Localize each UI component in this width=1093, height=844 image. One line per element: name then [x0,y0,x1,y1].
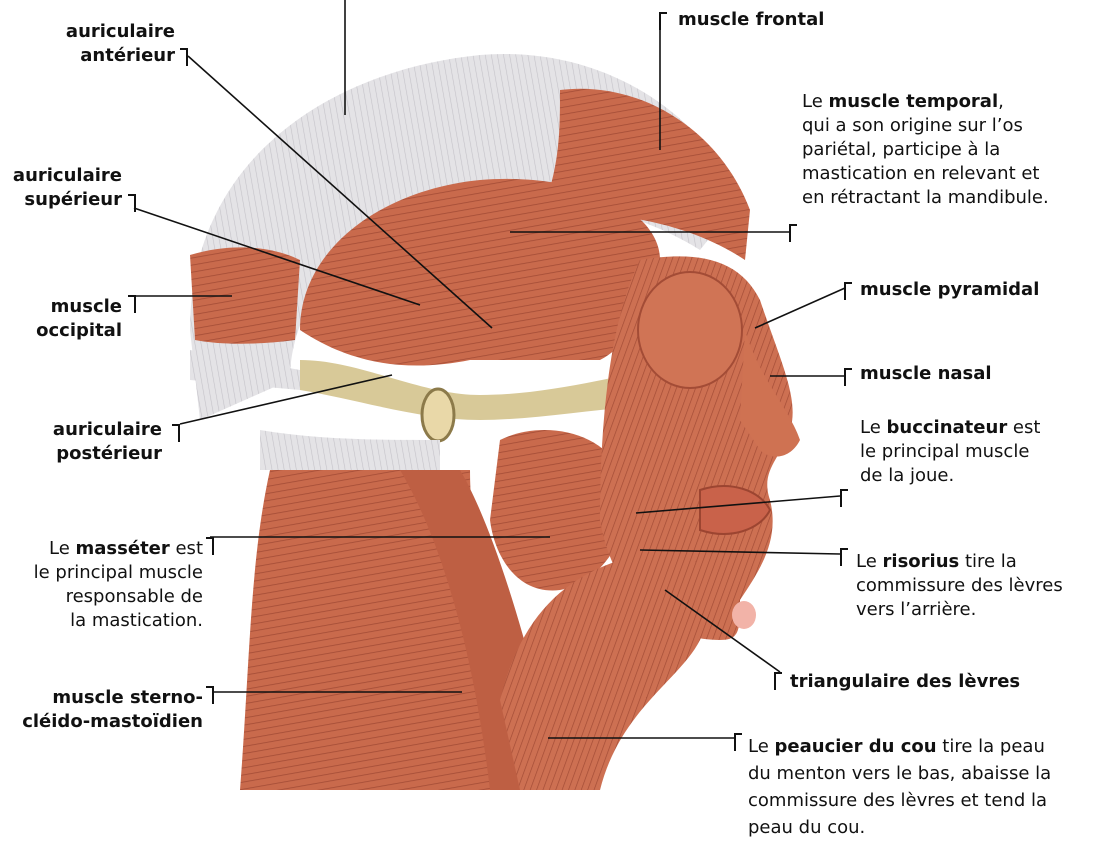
indicator-muscle-temporal [789,224,797,242]
indicator-buccinateur [840,489,848,507]
indicator-peaucier [734,733,742,751]
tendon-band-lower [260,430,440,470]
label-muscle-occipital: muscle occipital [30,295,122,343]
label-risorius: Le risorius tire la commissure des lèvre… [856,550,1063,622]
label-auriculaire-posterieur: auriculaire postérieur [30,418,162,466]
label-masseter: Le masséter est le principal muscle resp… [0,537,203,633]
label-muscle-frontal: muscle frontal [678,8,824,32]
label-triangulaire: triangulaire des lèvres [790,670,1020,694]
indicator-auriculaire-superieur [128,194,136,212]
indicator-risorius [840,548,848,566]
indicator-auriculaire-anterieur [180,48,188,66]
label-muscle-pyramidal: muscle pyramidal [860,278,1039,302]
indicator-muscle-nasal [844,368,852,386]
label-peaucier-du-cou: Le peaucier du cou tire la peau du mento… [748,733,1051,841]
indicator-sterno [206,686,214,704]
indicator-masseter [206,537,214,555]
indicator-muscle-frontal [659,12,667,30]
occipital-muscle [190,247,300,343]
indicator-auriculaire-posterieur [172,424,180,442]
label-auriculaire-superieur: auriculaire supérieur [0,164,122,212]
label-muscle-temporal: Le muscle temporal, qui a son origine su… [802,90,1049,210]
indicator-muscle-occipital [128,295,136,313]
label-sterno-cleido-mastoidien: muscle sterno- cléido-mastoïdien [0,686,203,734]
label-auriculaire-anterieur: auriculaire antérieur [60,20,175,68]
ear-canal [422,389,454,441]
label-muscle-nasal: muscle nasal [860,362,992,386]
indicator-muscle-pyramidal [844,282,852,300]
platysma-muscle [500,560,705,790]
orbicularis-oculi [638,272,742,388]
zygomatic-arch [300,360,650,420]
chin [732,601,756,629]
indicator-triangulaire [774,672,782,690]
label-buccinateur: Le buccinateur est le principal muscle d… [860,416,1040,488]
